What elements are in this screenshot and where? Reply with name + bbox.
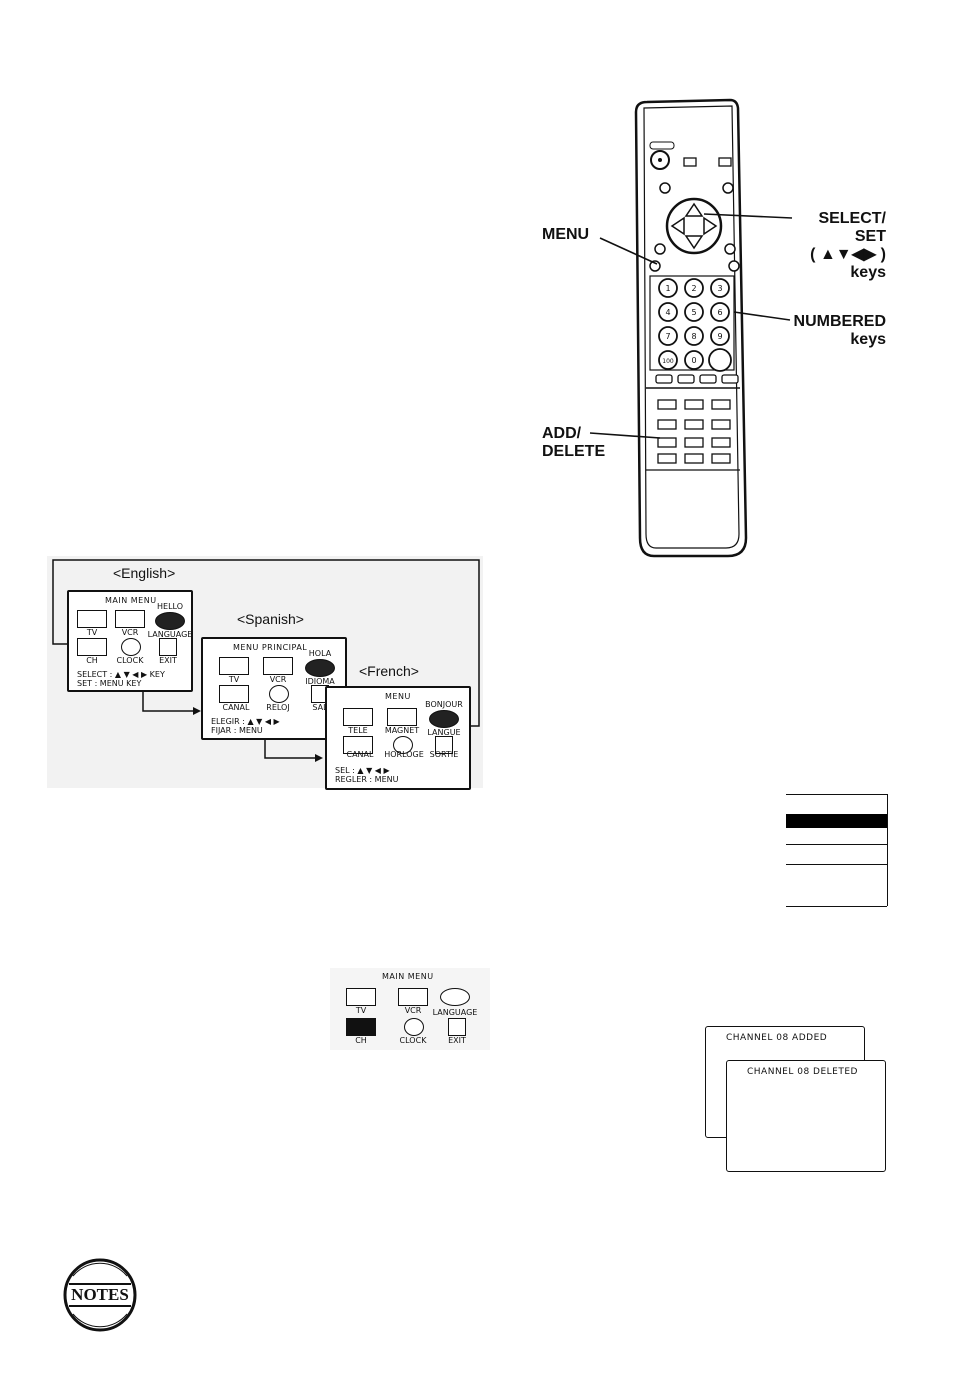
menu-callout: MENU [542,226,590,243]
main-menu-ch-selected: MAIN MENU TV VCR LANGUAGE CH CLOCK EXIT [330,968,490,1050]
menu-title: MENU [385,692,411,701]
svg-text:6: 6 [717,308,722,317]
svg-text:8: 8 [691,332,696,341]
ch-label: CH [355,1036,367,1045]
menu-title: MENU PRINCIPAL [233,643,308,652]
antenna-icon-selected [346,1018,376,1036]
tv-label: TV [228,675,240,684]
hola-label: HOLA [308,649,332,658]
language-menu-diagram: <English> MAIN MENU TV VCR HELLO LANGUAG… [47,556,483,790]
ch-label: CH [86,656,98,665]
vcr-label: VCR [269,675,287,684]
svg-text:100: 100 [662,358,674,365]
remote-figure: 1 2 3 4 5 6 7 8 9 100 0 [522,98,888,562]
hello-label: HELLO [157,602,183,611]
canal-label: CANAL [346,750,374,759]
vcr-icon [387,708,417,726]
footer-elegir: ELEGIR : ▲ ▼ ◀ ▶ [211,717,280,726]
vcr-icon [398,988,428,1006]
exit-door-icon [448,1018,466,1036]
footer-fijar: FIJAR : MENU [211,726,263,735]
tv-icon [219,657,249,675]
footer-regler: REGLER : MENU [335,775,399,784]
magnet-label: MAGNET [384,726,420,735]
loop-arrow [52,559,480,762]
language-label: LANGUAGE [147,630,193,639]
menu-title: MAIN MENU [105,596,157,605]
language-lips-icon [429,710,459,728]
language-lips-icon [155,612,185,630]
tele-label: TELE [348,726,368,735]
clock-label: CLOCK [399,1036,427,1045]
exit-door-icon [159,638,177,656]
sal-label: SAL [312,703,328,712]
antenna-icon [343,736,373,754]
english-main-menu: MAIN MENU TV VCR HELLO LANGUAGE CH CLOCK… [67,590,193,692]
antenna-icon [77,638,107,656]
bonjour-label: BONJOUR [425,700,463,709]
spanish-caption: <Spanish> [237,611,304,627]
tv-icon [343,708,373,726]
idioma-label: IDIOMA [305,677,335,686]
channel-deleted-screen: CHANNEL 08 DELETED [726,1060,886,1172]
channel-table [786,794,888,908]
svg-text:5: 5 [691,308,696,317]
sortie-label: SORTIE [429,750,459,759]
english-caption: <English> [113,565,176,581]
channel-added-text: CHANNEL 08 ADDED [726,1033,828,1043]
svg-text:1: 1 [665,284,670,293]
clock-label: CLOCK [116,656,144,665]
tv-label: TV [86,628,98,637]
french-caption: <French> [359,663,419,679]
footer-set: SET : MENU KEY [77,679,142,688]
notes-badge: NOTES [63,1258,137,1332]
vcr-label: VCR [121,628,139,637]
language-lips-icon [305,659,335,677]
svg-text:7: 7 [665,332,670,341]
french-main-menu: MENU TELE MAGNET BONJOUR LANGUE CANAL HO… [325,686,471,790]
langue-label: LANGUE [427,728,461,737]
reloj-label: RELOJ [266,703,290,712]
spanish-main-menu: MENU PRINCIPAL TV VCR HOLA IDIOMA CANAL … [201,637,347,740]
tv-icon [77,610,107,628]
tv-icon [346,988,376,1006]
vcr-icon [115,610,145,628]
canal-label: CANAL [222,703,250,712]
exit-label: EXIT [159,656,177,665]
footer-sel: SEL : ▲ ▼ ◀ ▶ [335,766,390,775]
clock-icon [393,736,413,754]
footer-select: SELECT : ▲ ▼ ◀ ▶ KEY [77,670,165,679]
antenna-icon [219,685,249,703]
language-label: LANGUAGE [432,1008,478,1017]
svg-text:9: 9 [717,332,722,341]
notes-label: NOTES [71,1285,129,1304]
exit-label: EXIT [448,1036,466,1045]
vcr-label: VCR [404,1006,422,1015]
tv-label: TV [355,1006,367,1015]
clock-icon [404,1018,424,1036]
remote-control-illustration: 1 2 3 4 5 6 7 8 9 100 0 [589,98,793,558]
svg-text:2: 2 [691,284,696,293]
vcr-icon [263,657,293,675]
menu-title: MAIN MENU [382,972,434,981]
channel-deleted-text: CHANNEL 08 DELETED [747,1067,858,1077]
notes-badge-circle [63,1258,137,1332]
svg-text:3: 3 [717,284,722,293]
numbered-keys-callout: NUMBERED keys [793,313,886,348]
exit-door-icon [435,736,453,754]
add-delete-callout: ADD/ DELETE [542,425,606,460]
horloge-label: HORLOGE [384,750,424,759]
language-lips-icon [440,988,470,1006]
clock-icon [269,685,289,703]
clock-icon [121,638,141,656]
svg-text:4: 4 [665,308,670,317]
svg-text:0: 0 [691,356,696,365]
highlighted-row [786,814,887,828]
select-set-callout: SELECT/ SET ( ▲▼◀▶ ) keys [810,210,886,281]
